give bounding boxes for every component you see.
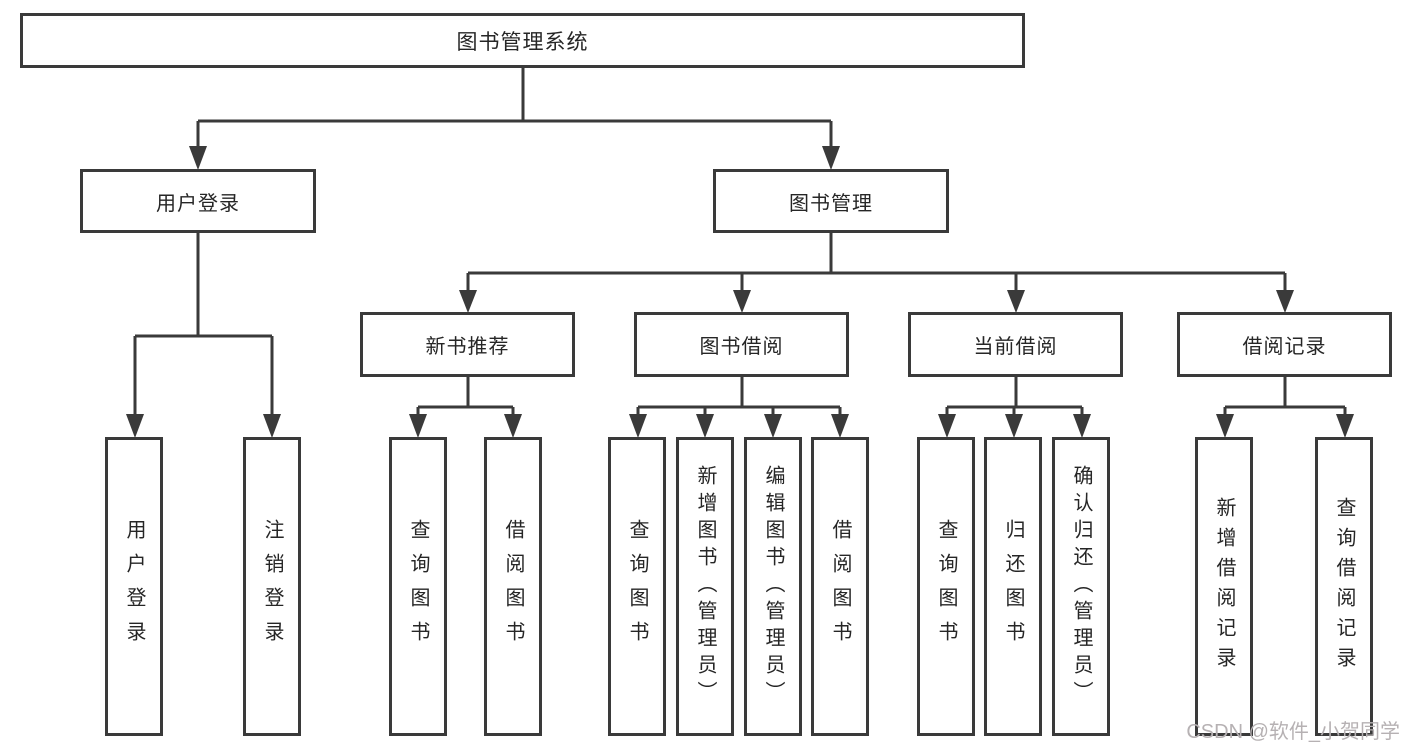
node-book-management: 图书管理 [713,169,949,233]
node-label: 注销登录 [261,518,283,655]
leaf-user-login: 用户登录 [105,437,163,736]
connector-currentborrow-to-leaves [938,377,1091,438]
connector-bookborrow-to-leaves [629,377,849,438]
node-label: 借阅图书 [829,518,851,655]
node-label: 借阅记录 [1242,336,1327,358]
connector-userlogin-to-leaves [126,233,281,438]
connector-newbook-to-leaves [409,377,522,438]
node-label: 查询图书 [935,518,957,655]
node-borrowing-records: 借阅记录 [1177,312,1392,377]
node-label: 当前借阅 [973,336,1058,358]
leaf-borrow-books-borrowing: 借阅图书 [811,437,869,736]
node-new-book-recommendation: 新书推荐 [360,312,575,377]
leaf-query-books-current: 查询图书 [917,437,975,736]
leaf-add-books-admin: 新增图书（管理员） [676,437,734,736]
node-label: 查询图书 [407,518,429,655]
csdn-watermark: CSDN @软件_小贺同学 [1186,721,1400,743]
leaf-add-borrow-record: 新增借阅记录 [1195,437,1253,736]
node-label: 图书管理系统 [456,30,589,54]
node-label: 用户登录 [123,518,145,655]
node-label: 新增图书（管理员） [694,465,716,708]
node-label: 新增借阅记录 [1213,496,1235,677]
node-label: 新书推荐 [425,336,510,358]
node-label: 借阅图书 [502,518,524,655]
connector-root-to-level2 [189,68,840,170]
node-book-borrowing: 图书借阅 [634,312,849,377]
leaf-logout-login: 注销登录 [243,437,301,736]
node-label: 编辑图书（管理员） [762,465,784,708]
leaf-confirm-return-admin: 确认归还（管理员） [1052,437,1110,736]
leaf-query-books-recommend: 查询图书 [389,437,447,736]
leaf-edit-books-admin: 编辑图书（管理员） [744,437,802,736]
leaf-query-books-borrowing: 查询图书 [608,437,666,736]
node-label: 归还图书 [1002,518,1024,655]
node-current-borrowing: 当前借阅 [908,312,1123,377]
node-label: 确认归还（管理员） [1070,465,1092,708]
node-label: 图书借阅 [699,336,784,358]
connector-borrowrecord-to-leaves [1216,377,1354,438]
node-label: 查询借阅记录 [1333,496,1355,677]
node-library-management-system: 图书管理系统 [20,13,1025,68]
connector-bookmgmt-to-level3 [459,233,1294,313]
node-label: 图书管理 [789,192,873,215]
node-user-login: 用户登录 [80,169,316,233]
node-label: 查询图书 [626,518,648,655]
leaf-query-borrow-record: 查询借阅记录 [1315,437,1373,736]
leaf-borrow-books-recommend: 借阅图书 [484,437,542,736]
leaf-return-books: 归还图书 [984,437,1042,736]
node-label: 用户登录 [156,192,240,215]
